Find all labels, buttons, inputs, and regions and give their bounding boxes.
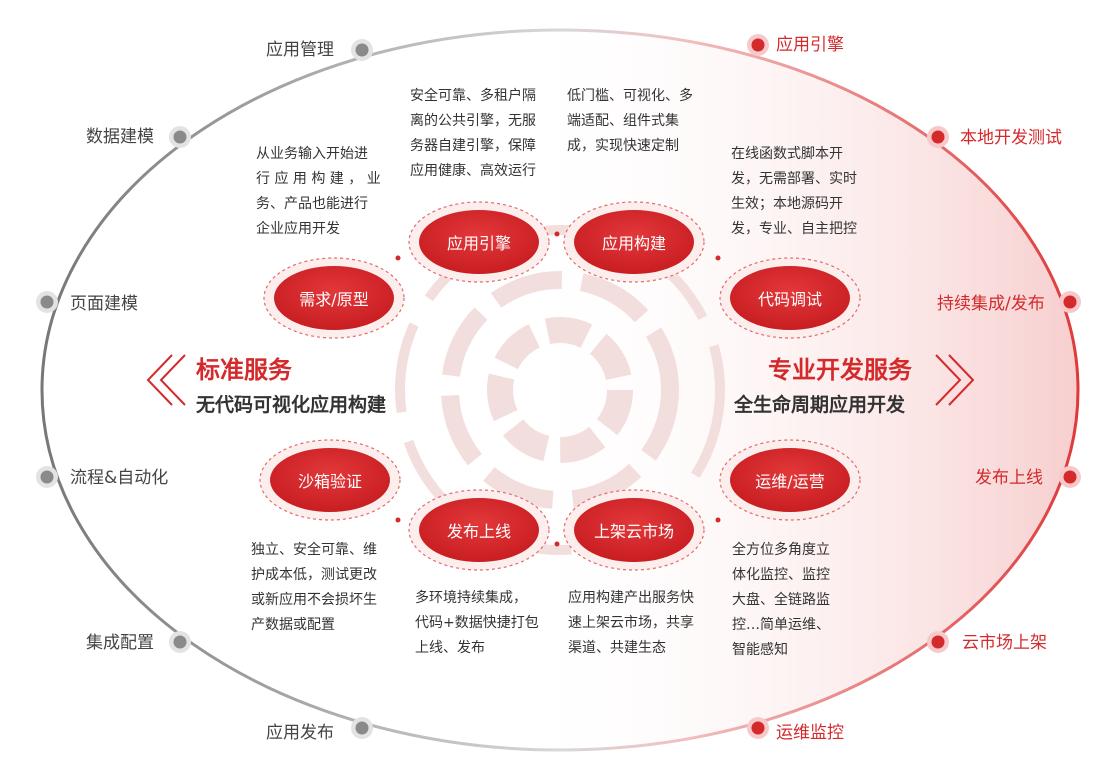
node-sandbox-verify: 沙箱验证 [297, 472, 362, 491]
desc-line: 产数据或配置 [251, 617, 335, 633]
desc-line: 发，无需部署、实时 [731, 171, 857, 187]
ring-dot-app-release [351, 717, 373, 739]
pill-bg-code-debug [719, 257, 861, 339]
node-requirement-prototype: 需求/原型 [299, 290, 369, 309]
desc-sandbox-verify: 独立、安全可靠、维 护成本低，测试更改 或新应用不会损坏生 产数据或配置 [251, 538, 377, 638]
ring-dot-data-model [169, 126, 191, 148]
left-label-flow-automation: 流程&自动化 [70, 468, 169, 488]
connector-dot [554, 231, 560, 237]
right-label-app-engine: 应用引擎 [776, 35, 844, 55]
desc-line: 企业应用开发 [256, 221, 340, 237]
desc-line: 在线函数式脚本开 [731, 146, 843, 162]
ring-dot-integration [169, 631, 191, 653]
right-label-local-dev-test: 本地开发测试 [960, 128, 1062, 148]
pill-bg-requirement [263, 257, 405, 339]
desc-line: 上线、发布 [415, 640, 485, 656]
connector-dot [395, 517, 401, 523]
ring-dot-flow [36, 466, 58, 488]
node-release-online: 发布上线 [446, 522, 511, 541]
pill-bg-sandbox [259, 439, 401, 521]
pill-bg-release [408, 489, 550, 571]
desc-line: 生效；本地源码开 [731, 196, 843, 212]
desc-line: 多环境持续集成， [415, 590, 527, 606]
outer-ring [40, 28, 1080, 752]
right-label-ci-cd: 持续集成/发布 [937, 294, 1045, 314]
ring-dot-app-engine [747, 34, 769, 56]
desc-line: 从业务输入开始进 [256, 146, 368, 162]
right-label-cloud-market: 云市场上架 [962, 633, 1047, 653]
ring-dot-local-dev [927, 126, 949, 148]
desc-line: 全方位多角度立 [732, 542, 830, 558]
desc-ops-operation: 全方位多角度立 体化监控、监控 大盘、全链路监 控…简单运维、 智能感知 [732, 538, 830, 663]
desc-line: 代码+数据快捷打包 [415, 615, 539, 631]
left-chevron-icon [146, 354, 186, 406]
red-fade-area [42, 30, 1078, 750]
ring-dot-cloud-market [927, 631, 949, 653]
pill-bg-cloud-market [563, 489, 705, 571]
pro-service-subtitle: 全生命周期应用开发 [734, 394, 906, 416]
right-label-ops-monitor: 运维监控 [776, 723, 844, 743]
desc-requirement-prototype: 从业务输入开始进 行 应 用 构 建 ， 业 务、产品也能进行 企业应用开发 [256, 142, 381, 242]
center-watermark-icon [395, 225, 725, 555]
desc-app-engine: 安全可靠、多租户隔 离的公共引擎，无服 务器自建引擎，保障 应用健康、高效运行 [410, 84, 536, 184]
desc-line: 端适配、组件式集 [567, 113, 679, 129]
pill-bg-ops [719, 439, 861, 521]
ring-dot-page-model [36, 291, 58, 313]
desc-line: 体化监控、监控 [732, 567, 830, 583]
desc-line: 应用构建产出服务快 [568, 590, 694, 606]
ring-dot-release [1059, 466, 1081, 488]
node-ops-operation: 运维/运营 [755, 472, 825, 491]
pro-service-title: 专业开发服务 [768, 356, 912, 384]
ring-dot-ops [747, 717, 769, 739]
desc-line: 控…简单运维、 [732, 617, 830, 633]
desc-line: 独立、安全可靠、维 [251, 542, 377, 558]
desc-line: 安全可靠、多租户隔 [410, 88, 536, 104]
desc-code-debug: 在线函数式脚本开 发，无需部署、实时 生效；本地源码开 发，专业、自主把控 [731, 142, 857, 242]
connector-dot [715, 255, 721, 261]
node-app-build: 应用构建 [601, 234, 666, 253]
right-label-release-online: 发布上线 [975, 468, 1043, 488]
desc-line: 务、产品也能进行 [256, 196, 368, 212]
left-label-page-model: 页面建模 [70, 294, 138, 314]
right-chevron-icon [935, 354, 975, 406]
standard-service-title: 标准服务 [196, 356, 292, 384]
pill-bg-app-build [563, 201, 705, 283]
desc-line: 渠道、共建生态 [568, 640, 666, 656]
desc-line: 或新应用不会损坏生 [251, 592, 377, 608]
desc-cloud-market: 应用构建产出服务快 速上架云市场，共享 渠道、共建生态 [568, 586, 694, 661]
pill-bg-app-engine [408, 201, 550, 283]
desc-line: 智能感知 [732, 642, 788, 658]
connector-dot [395, 255, 401, 261]
desc-line: 应用健康、高效运行 [410, 163, 536, 179]
desc-line: 发，专业、自主把控 [731, 221, 857, 237]
connector-dot [554, 541, 560, 547]
left-label-app-manage: 应用管理 [266, 40, 334, 60]
desc-line: 大盘、全链路监 [732, 592, 830, 608]
desc-release-online: 多环境持续集成， 代码+数据快捷打包 上线、发布 [415, 586, 539, 661]
desc-app-build: 低门槛、可视化、多 端适配、组件式集 成，实现快速定制 [567, 84, 693, 159]
desc-line: 成，实现快速定制 [567, 138, 679, 154]
desc-line: 行 应 用 构 建 ， 业 [256, 171, 381, 187]
node-code-debug: 代码调试 [757, 290, 822, 309]
ring-dot-ci-cd [1059, 291, 1081, 313]
desc-line: 低门槛、可视化、多 [567, 88, 693, 104]
node-cloud-market: 上架云市场 [593, 522, 674, 541]
ring-dot-app-manage [351, 39, 373, 61]
node-app-engine: 应用引擎 [446, 234, 511, 253]
desc-line: 务器自建引擎，保障 [410, 138, 536, 154]
left-label-integration: 集成配置 [86, 633, 154, 653]
standard-service-subtitle: 无代码可视化应用构建 [196, 394, 387, 416]
left-label-app-release: 应用发布 [266, 723, 334, 743]
connector-dot [715, 517, 721, 523]
desc-line: 护成本低，测试更改 [251, 567, 377, 583]
desc-line: 速上架云市场，共享 [568, 615, 694, 631]
desc-line: 离的公共引擎，无服 [410, 113, 536, 129]
left-label-data-model: 数据建模 [86, 127, 154, 147]
